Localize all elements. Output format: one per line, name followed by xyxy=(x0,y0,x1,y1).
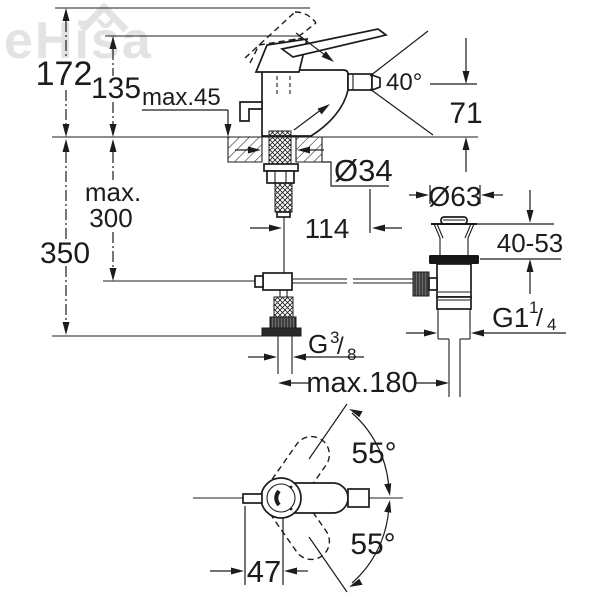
bidet-faucet-side-view xyxy=(239,11,414,374)
dim-height-to-lever: 135 xyxy=(91,72,141,105)
dim-supply-thread-g38: G 3 / 8 xyxy=(308,328,356,364)
pop-up-rod xyxy=(292,278,414,284)
waste-side-knob xyxy=(412,271,430,297)
svg-text:4: 4 xyxy=(547,315,556,334)
watermark-logo: eHiša xyxy=(4,1,153,70)
dim-distance-rod: 114 xyxy=(305,213,350,244)
dim-rod-reach-max: max.180 xyxy=(306,367,417,399)
dimensions-side-view xyxy=(62,8,566,387)
dim-hole-diameter: Ø34 xyxy=(334,153,393,188)
dim-height-total: 172 xyxy=(36,55,93,93)
pop-up-knob xyxy=(239,101,263,122)
mounting-shank xyxy=(263,130,299,273)
dim-deck-thickness-max: max.45 xyxy=(142,84,221,111)
rubber-gasket xyxy=(429,255,479,264)
watermark-text: eHiša xyxy=(4,12,153,70)
handle-top-view xyxy=(193,403,403,593)
aerator-top-view xyxy=(242,493,263,504)
aerator xyxy=(347,73,381,92)
side-view-reference-lines xyxy=(52,7,478,337)
dim-clamping-range: 40-53 xyxy=(497,228,564,258)
dim-handle-offset: 47 xyxy=(247,554,281,589)
dim-aerator-angle: 40° xyxy=(386,69,422,96)
svg-text:1: 1 xyxy=(529,298,538,317)
dim-spout-height: 71 xyxy=(449,97,482,130)
pop-up-waste-assembly xyxy=(412,216,479,397)
dim-swivel-angle-up: 55° xyxy=(351,437,396,470)
svg-text:8: 8 xyxy=(347,345,356,364)
dim-waste-thread-g114: G1 1 / 4 xyxy=(492,298,556,334)
supply-connector-g38 xyxy=(261,296,302,374)
rod-cross-fitting xyxy=(254,272,293,297)
dim-supply-length: 350 xyxy=(40,237,90,270)
svg-text:/: / xyxy=(337,333,344,360)
svg-text:G: G xyxy=(308,329,328,359)
dim-hose-depth-max-1: max. xyxy=(85,177,141,207)
dim-swivel-angle-down: 55° xyxy=(350,528,395,561)
svg-text:3: 3 xyxy=(330,328,339,347)
svg-text:G1: G1 xyxy=(492,302,529,333)
dim-waste-flange-diameter: Ø63 xyxy=(429,181,482,212)
handle-end-piece xyxy=(347,488,370,508)
dim-hose-depth-max-2: 300 xyxy=(89,203,132,233)
svg-text:/: / xyxy=(536,304,543,332)
